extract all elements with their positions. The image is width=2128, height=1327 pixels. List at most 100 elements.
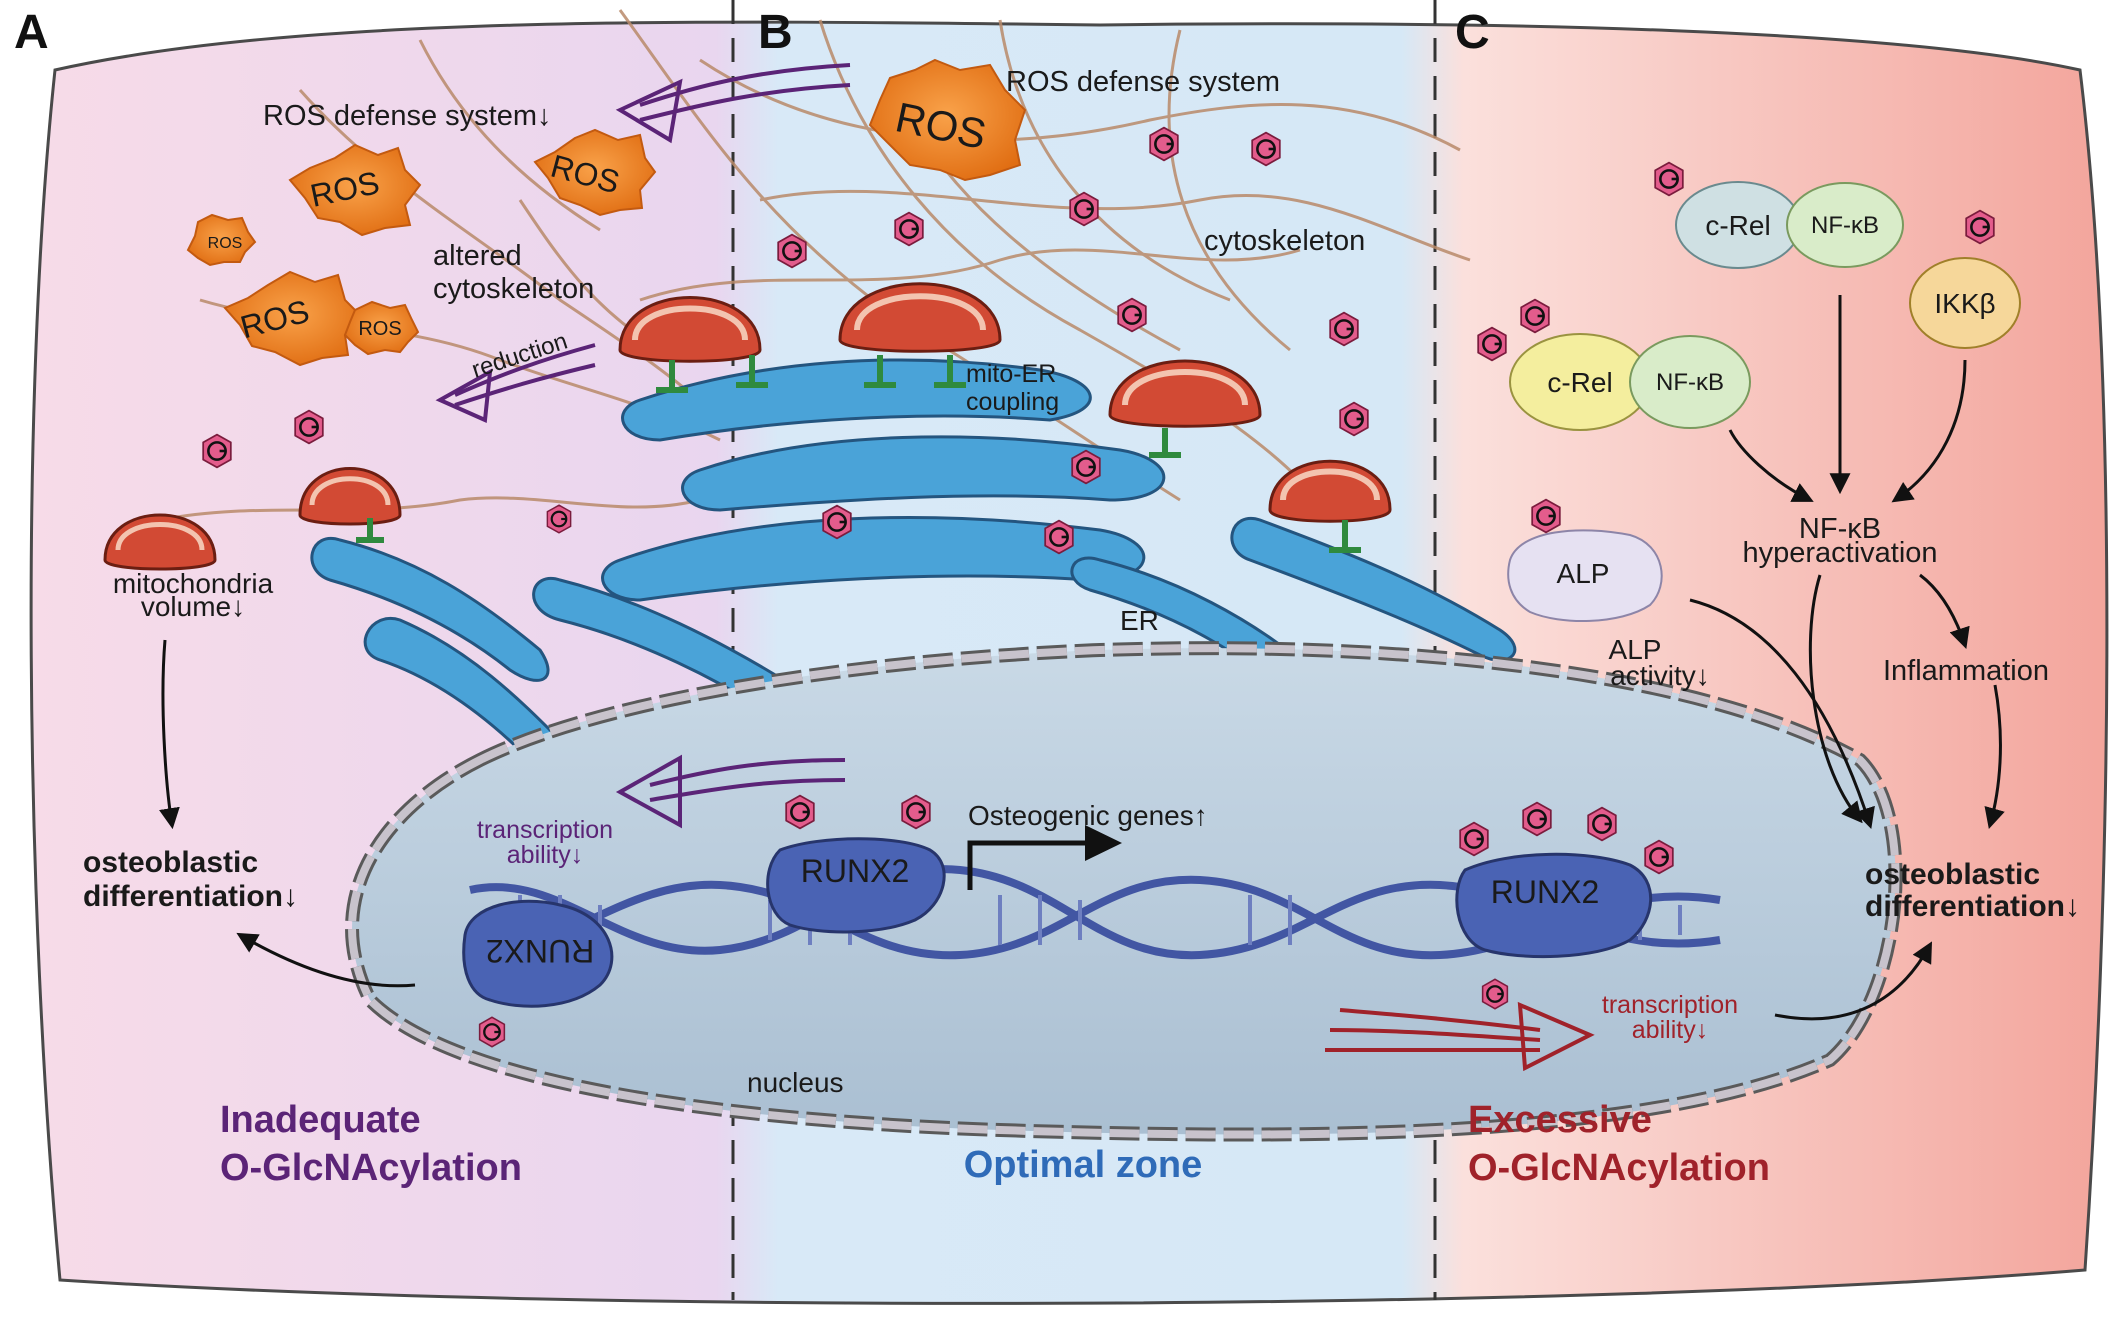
glyco-tag [1068, 191, 1100, 227]
ros-label-5: ROS [358, 318, 401, 340]
nucleus-label: nucleus [747, 1067, 844, 1098]
nfkb-label-top: NF-κB [1811, 212, 1879, 239]
ros-defense-reduced-label: ROS defense system↓ [263, 100, 552, 132]
arrow-to-inflammation [1919, 573, 1970, 649]
glyco-tag [1481, 978, 1509, 1010]
glyco-tag [1964, 209, 1996, 245]
panel-label-c: C [1455, 6, 1490, 59]
diff-label-right-1: osteoblastic [1865, 858, 2040, 891]
cytoskeleton-label: cytoskeleton [1204, 225, 1365, 257]
mitochondrion [1108, 359, 1262, 428]
panel-label-b: B [758, 6, 793, 59]
mito-er-tethers [356, 355, 1361, 553]
nfkb-label-lower: NF-κB [1656, 369, 1724, 396]
glyco-tag [1586, 806, 1618, 842]
glyco-tag [1148, 126, 1180, 162]
transcription-arrow-right [1325, 1001, 1595, 1072]
ikkb-protein [1909, 257, 2021, 349]
alp-activity-label-1: ALP [1609, 634, 1662, 665]
arrow-inflam-to-diff [1984, 684, 2005, 830]
zone-label-left-1: Inadequate [220, 1099, 421, 1141]
transcription-label-right-2: ability↓ [1632, 1016, 1708, 1044]
transcription-label-right-1: transcription [1602, 991, 1738, 1019]
mitochondrion [838, 282, 1002, 353]
zone-label-middle: Optimal zone [964, 1144, 1203, 1186]
osteogenic-genes-label: Osteogenic genes↑ [968, 800, 1208, 831]
ikkb-label: IKKβ [1934, 288, 1995, 319]
glyco-tag [478, 1016, 506, 1048]
hyperactivation-label-1: NF-κB [1799, 513, 1881, 545]
panel-label-a: A [14, 6, 49, 59]
glyco-tag [1043, 519, 1075, 555]
mitochondrion [1268, 459, 1392, 523]
altered-label-2: cytoskeleton [433, 273, 594, 305]
diff-label-left-1: osteoblastic [83, 846, 258, 879]
mito-er-label-1: mito-ER [966, 360, 1056, 388]
runx2-proteins: RUNX2 RUNX2 RUNX2 [462, 837, 1653, 1008]
mito-volume-label-2: volume↓ [141, 591, 245, 622]
glyco-tag [1653, 161, 1685, 197]
zone-label-right-2: O-GlcNAcylation [1468, 1147, 1770, 1189]
diff-label-left-2: differentiation↓ [83, 880, 298, 913]
arrow-alp-to-diff [1689, 598, 1875, 829]
glyco-tag [1476, 326, 1508, 362]
ros-defense-label: ROS defense system [1006, 66, 1280, 98]
transcription-label-left-2: ability↓ [507, 841, 583, 869]
glyco-tag [1643, 839, 1675, 875]
glyco-tag [893, 211, 925, 247]
runx2-label-left: RUNX2 [486, 933, 594, 969]
osteogenic-gene-arrowhead [1085, 825, 1122, 861]
endoplasmic-reticulum [310, 358, 1517, 770]
ros-label-4: ROS [208, 235, 243, 252]
glyco-tag [821, 504, 853, 540]
transcription-label-left-1: transcription [477, 816, 613, 844]
pathway-arrows [159, 295, 2005, 1021]
ros-burst-small [343, 300, 420, 356]
ros-defense-arrowhead [615, 78, 683, 144]
ros-molecules: ROS ROS ROS ROS ROS ROS [186, 58, 1027, 367]
runx2-protein-left [462, 899, 614, 1008]
glyco-tag [1458, 821, 1490, 857]
nfkb-complex-lower [1509, 333, 1751, 431]
inflammation-label: Inflammation [1883, 655, 2049, 687]
runx2-protein-middle [766, 837, 946, 934]
alp-activity-label-2: activity↓ [1610, 660, 1710, 691]
runx2-label-middle: RUNX2 [801, 853, 909, 889]
ros-burst [223, 270, 362, 367]
hollow-arrows-left [435, 63, 851, 829]
zone-label-right-1: Excessive [1468, 1099, 1652, 1141]
arrow-mito-to-diff [159, 639, 180, 830]
ros-burst [533, 128, 657, 217]
mitochondria [103, 282, 1392, 571]
mitochondrion [298, 467, 402, 526]
glyco-tag [546, 504, 572, 534]
glyco-tag [293, 409, 325, 445]
glyco-tag [1116, 297, 1148, 333]
runx2-label-right: RUNX2 [1491, 874, 1599, 910]
runx2-protein-right [1455, 852, 1653, 959]
ros-defense-arrow [639, 63, 851, 107]
nfkb-complex-top [1675, 181, 1904, 269]
glyco-tag [1519, 298, 1551, 334]
arrow-transcription-to-diff [1774, 941, 1933, 1021]
ros-burst [288, 143, 422, 237]
osteogenic-gene-arrow [967, 840, 1090, 890]
ros-burst-small [186, 213, 257, 267]
glyco-tag [1328, 311, 1360, 347]
mito-volume-label-1: mitochondria [113, 568, 274, 599]
hyperactivation-label-2: hyperactivation [1742, 537, 1937, 569]
glyco-tag [776, 233, 808, 269]
arrow-crel2-to-nfkb [1728, 429, 1814, 502]
diff-label-right-2: differentiation↓ [1865, 890, 2080, 923]
arrow-ikkb-to-nfkb [1891, 359, 1967, 503]
alp-protein [1507, 529, 1663, 622]
glyco-tag [1070, 449, 1102, 485]
zone-label-left-2: O-GlcNAcylation [220, 1147, 522, 1189]
glyco-tag [900, 794, 932, 830]
glyco-tag [784, 794, 816, 830]
mitochondrion [103, 513, 217, 571]
arrow-runx2-to-diff [236, 932, 416, 988]
glyco-tag [1521, 801, 1553, 837]
